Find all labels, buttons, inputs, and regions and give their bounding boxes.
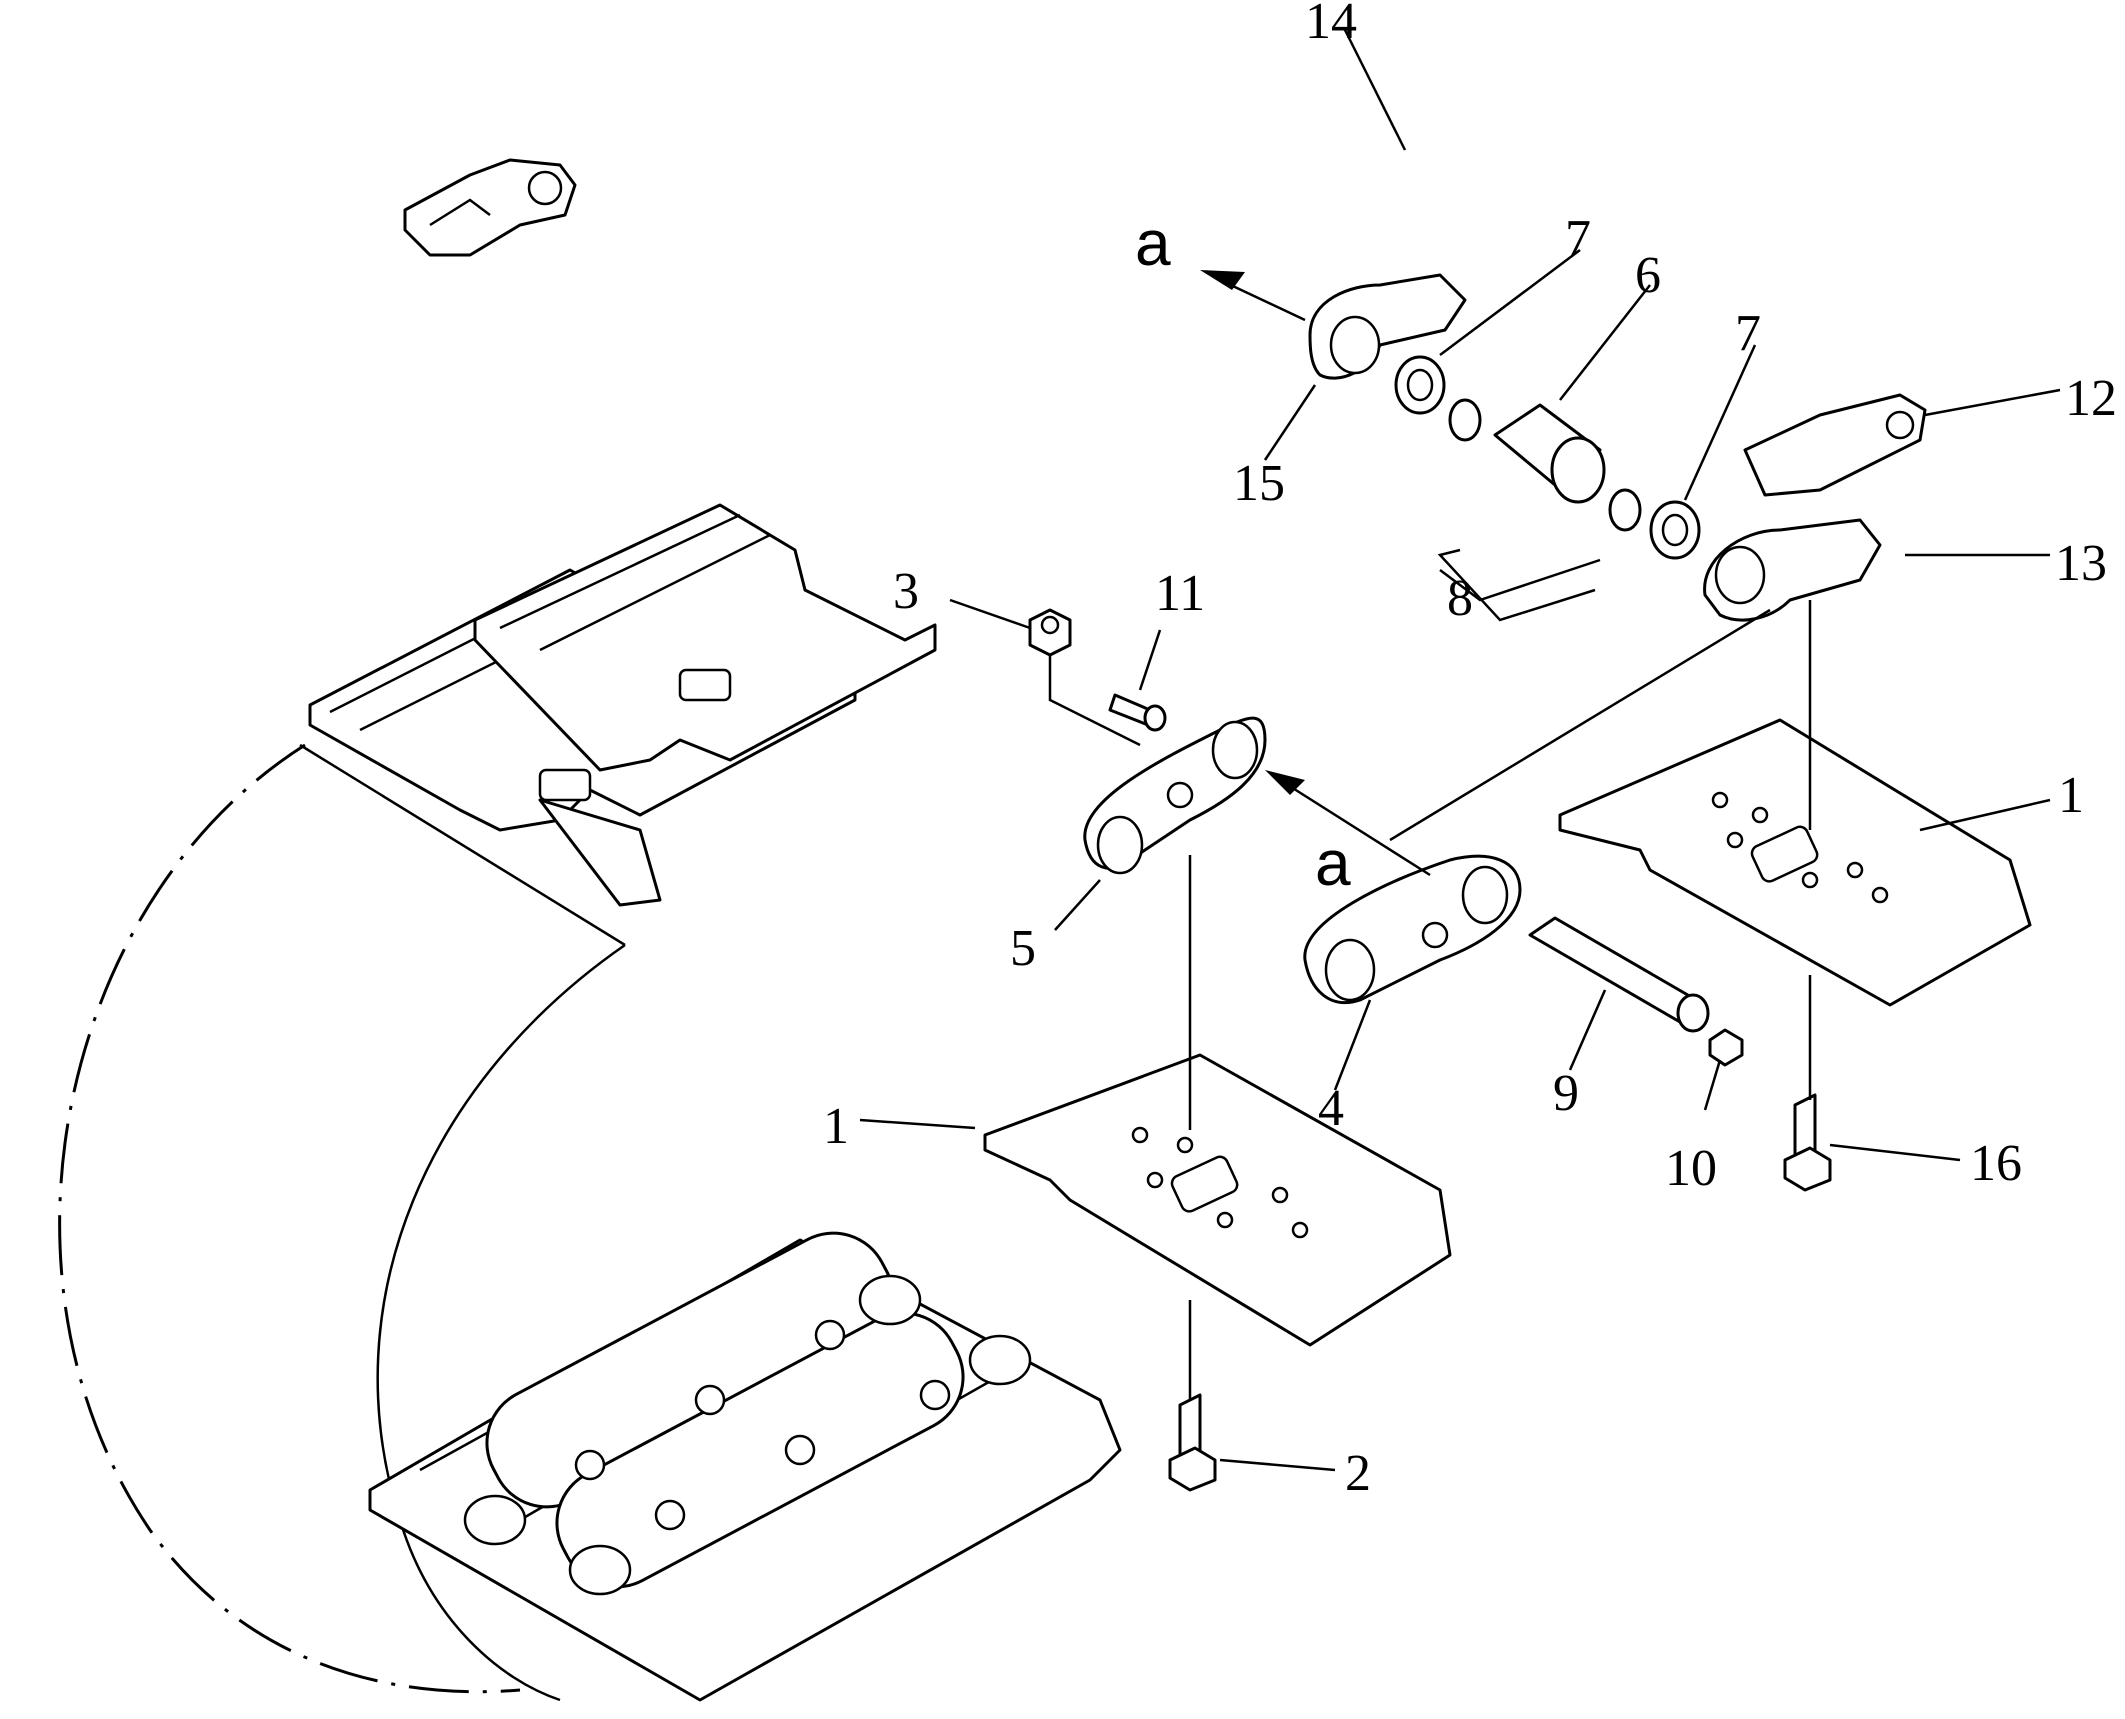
callout-4: 4 bbox=[1318, 1080, 1344, 1137]
assembly-lines bbox=[1048, 270, 1812, 1400]
callout-labels: 14 7 6 7 12 13 15 8 3 11 1 5 4 9 10 16 1… bbox=[823, 0, 2117, 1502]
part-2-bolt bbox=[1168, 1393, 1217, 1492]
part-15-link bbox=[1308, 273, 1467, 380]
view-mark-a-top: a bbox=[1135, 207, 1171, 279]
callout-1-right: 1 bbox=[2058, 767, 2084, 824]
callout-1-center: 1 bbox=[823, 1098, 849, 1155]
view-mark-a-center: a bbox=[1315, 827, 1351, 899]
part-1-shoe-center bbox=[983, 1053, 1452, 1347]
part-9-pin bbox=[1528, 916, 1710, 1033]
part-5-link bbox=[1083, 716, 1267, 875]
part-11-bolt bbox=[1108, 693, 1167, 732]
track-curve-inner bbox=[376, 943, 626, 1702]
callout-leaders bbox=[859, 29, 2061, 1472]
seal-7-right bbox=[1649, 500, 1701, 560]
track-curve-outer bbox=[58, 743, 521, 1694]
lower-chain-links bbox=[463, 1231, 1032, 1596]
arrow-a-center bbox=[1265, 770, 1305, 795]
callout-6: 6 bbox=[1635, 247, 1661, 304]
callout-16: 16 bbox=[1970, 1135, 2022, 1192]
callout-14: 14 bbox=[1305, 0, 1357, 50]
callout-9: 9 bbox=[1553, 1065, 1579, 1122]
callout-15: 15 bbox=[1233, 455, 1285, 512]
arrow-a-top bbox=[1200, 270, 1245, 290]
callout-7-left: 7 bbox=[1565, 210, 1591, 267]
part-14-master-link bbox=[403, 158, 577, 257]
part-4-link bbox=[1303, 854, 1522, 1005]
callout-5: 5 bbox=[1010, 920, 1036, 977]
seal-7-left bbox=[1394, 355, 1446, 415]
part-16-bolt bbox=[1783, 1093, 1832, 1192]
track-assembly-illustration bbox=[58, 503, 1122, 1702]
part-1-shoe-right bbox=[1558, 718, 2032, 1007]
callout-2: 2 bbox=[1345, 1445, 1371, 1502]
callout-3: 3 bbox=[893, 563, 919, 620]
part-10-pin bbox=[1708, 1028, 1744, 1067]
callout-8: 8 bbox=[1447, 570, 1473, 627]
bushing-6 bbox=[1493, 403, 1606, 504]
part-3-nut bbox=[1028, 608, 1072, 657]
callout-12: 12 bbox=[2065, 370, 2117, 427]
bushing-8-right bbox=[1608, 488, 1642, 532]
track-curve-side bbox=[299, 743, 626, 947]
callout-11: 11 bbox=[1155, 565, 1205, 622]
callout-13: 13 bbox=[2055, 535, 2107, 592]
callout-7-right: 7 bbox=[1735, 305, 1761, 362]
upper-shoe-2 bbox=[473, 503, 937, 802]
bushing-8-left bbox=[1448, 398, 1482, 442]
part-13-link bbox=[1703, 518, 1882, 622]
callout-10: 10 bbox=[1665, 1140, 1717, 1197]
part-12-master-link bbox=[1743, 393, 1927, 497]
